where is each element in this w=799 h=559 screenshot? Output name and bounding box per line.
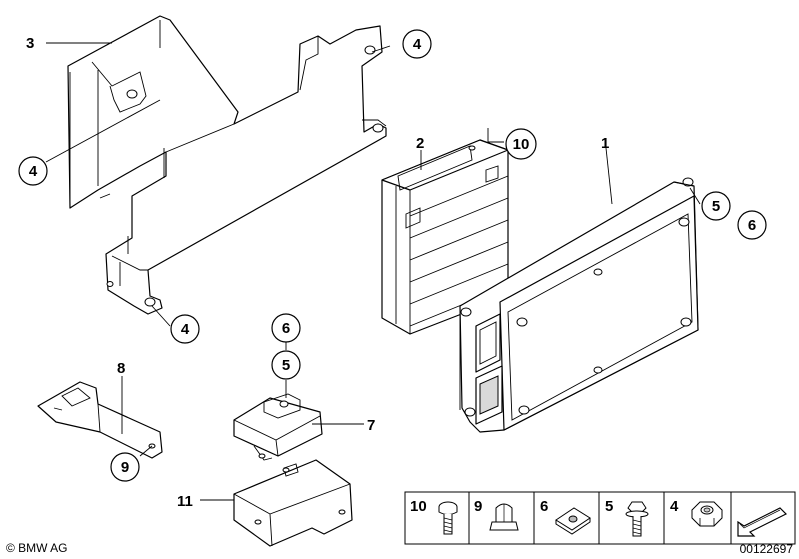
legend-number-5: 5 xyxy=(605,498,613,515)
callout-bubble-5-center xyxy=(271,350,301,380)
cap-nut-icon xyxy=(489,503,519,531)
copyright-text: © BMW AG xyxy=(6,541,68,555)
callouts: 3 4 4 4 2 10 1 5 6 6 5 7 8 9 11 xyxy=(18,29,767,510)
callout-bubble-9 xyxy=(110,452,140,482)
callout-bubble-4-top-left xyxy=(18,156,48,186)
callout-8: 8 xyxy=(117,360,125,377)
callout-bubble-6-center xyxy=(271,313,301,343)
control-unit-part-1 xyxy=(459,177,699,433)
callout-10: 10 xyxy=(513,136,530,153)
fastener-legend: 10 9 6 5 4 xyxy=(404,491,796,545)
legend-number-6: 6 xyxy=(540,498,548,515)
leader-lines xyxy=(45,42,701,501)
callout-6-center: 6 xyxy=(282,320,290,337)
callout-5-right: 5 xyxy=(712,198,720,215)
callout-1: 1 xyxy=(601,135,609,152)
callout-4-top-right: 4 xyxy=(413,36,422,53)
callout-bubble-6-right xyxy=(737,210,767,240)
diagram-number: 00122697 xyxy=(740,542,794,556)
legend-number-4: 4 xyxy=(670,498,679,515)
legend-number-9: 9 xyxy=(474,498,482,515)
callout-7: 7 xyxy=(367,417,375,434)
finned-module-part-2 xyxy=(381,139,509,335)
legend-number-10: 10 xyxy=(410,498,427,515)
callout-bubble-4-bottom xyxy=(170,314,200,344)
clip-nut-icon xyxy=(555,507,591,535)
hex-nut-icon xyxy=(691,501,723,527)
plate-part-11 xyxy=(233,459,353,547)
flange-bolt-icon xyxy=(625,501,649,537)
callout-bubble-5-right xyxy=(701,191,731,221)
direction-arrow-icon xyxy=(737,507,788,537)
bracket-part-3 xyxy=(67,15,387,315)
callout-bubble-4-top-right xyxy=(402,29,432,59)
callout-4-top-left: 4 xyxy=(29,163,38,180)
callout-bubble-10 xyxy=(505,128,537,160)
callout-3: 3 xyxy=(26,35,34,52)
bolt-icon xyxy=(438,501,458,535)
callout-11: 11 xyxy=(177,493,193,510)
callout-9: 9 xyxy=(121,459,129,476)
callout-2: 2 xyxy=(416,135,424,152)
callout-6-right: 6 xyxy=(748,217,756,234)
bracket-part-8 xyxy=(37,381,163,459)
small-module-part-7 xyxy=(233,393,323,461)
callout-4-bottom: 4 xyxy=(181,321,190,338)
callout-5-center: 5 xyxy=(282,357,290,374)
